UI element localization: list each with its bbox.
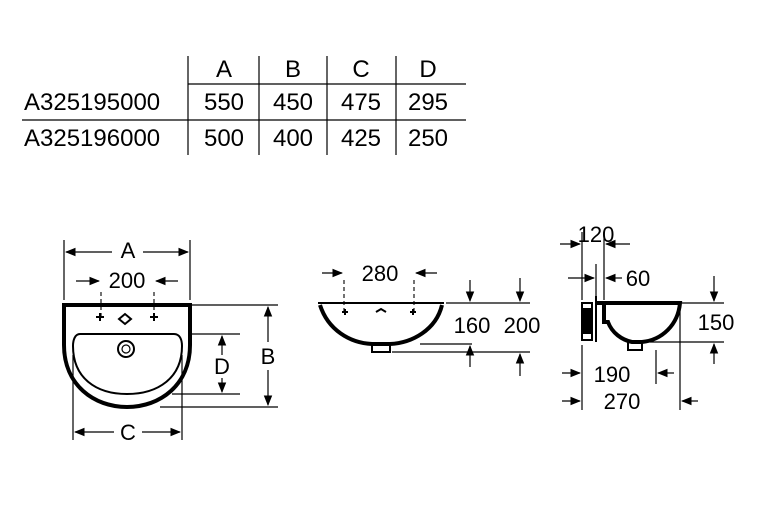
header-d: D — [419, 56, 436, 83]
row2-a: 500 — [204, 125, 244, 152]
dim-280-label: 280 — [362, 261, 399, 286]
dim-d-label: D — [214, 354, 230, 379]
row2-code: A325196000 — [24, 125, 160, 152]
dim-270-label: 270 — [604, 389, 641, 414]
dim-190-label: 190 — [594, 362, 631, 387]
row2-c: 425 — [341, 125, 381, 152]
row1-code: A325195000 — [24, 89, 160, 116]
dimension-table: A B C D A325195000 550 450 475 295 A3251… — [22, 56, 466, 155]
row2-b: 400 — [273, 125, 313, 152]
dim-b-label: B — [261, 344, 276, 369]
dim-120-label: 120 — [578, 222, 615, 247]
side-view: 280 160 200 — [318, 261, 540, 376]
row1-b: 450 — [273, 89, 313, 116]
tap-hole-icon — [96, 312, 158, 326]
row1-a: 550 — [204, 89, 244, 116]
dim-150-label: 150 — [698, 310, 735, 335]
profile-view: 120 60 150 190 270 — [560, 222, 734, 414]
drain-icon — [117, 340, 135, 358]
dim-200b-label: 200 — [504, 313, 541, 338]
wall-bracket — [581, 302, 593, 341]
dim-a-label: A — [121, 238, 136, 263]
front-view: A 200 D B C — [62, 238, 278, 445]
row1-c: 475 — [341, 89, 381, 116]
dim-200-label: 200 — [109, 268, 146, 293]
basin-outline — [62, 303, 192, 410]
dim-60-label: 60 — [626, 266, 650, 291]
row2-d: 250 — [408, 125, 448, 152]
dim-160-label: 160 — [454, 313, 491, 338]
basin-profile — [596, 301, 683, 344]
row1-d: 295 — [408, 89, 448, 116]
bowl-section — [318, 304, 444, 346]
dim-c-label: C — [120, 420, 136, 445]
header-b: B — [285, 56, 301, 83]
header-c: C — [352, 56, 369, 83]
bowl-inner — [71, 333, 184, 396]
header-a: A — [216, 56, 232, 83]
